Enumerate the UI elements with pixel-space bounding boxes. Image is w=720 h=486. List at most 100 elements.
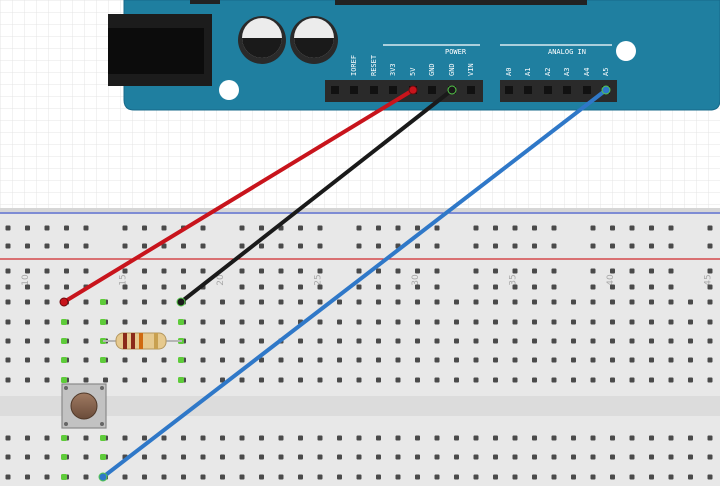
rail-hole[interactable] [649,268,654,274]
breadboard-hole[interactable] [551,338,557,344]
header-socket[interactable] [467,86,475,94]
breadboard-hole[interactable] [122,357,128,363]
breadboard-hole[interactable] [590,474,596,480]
breadboard-hole[interactable] [356,474,362,480]
breadboard-hole[interactable] [512,435,518,441]
breadboard-hole[interactable] [707,299,713,305]
breadboard-hole[interactable] [161,435,167,441]
breadboard-hole[interactable] [610,377,615,383]
breadboard-hole[interactable] [122,377,128,383]
rail-hole[interactable] [142,268,147,274]
breadboard-hole[interactable] [707,454,713,460]
breadboard-hole[interactable] [259,435,264,441]
breadboard-hole[interactable] [688,357,693,363]
rail-hole[interactable] [493,225,498,231]
breadboard-hole[interactable] [161,474,167,480]
rail-hole[interactable] [668,243,674,249]
breadboard-hole[interactable] [629,454,635,460]
breadboard-hole[interactable] [317,299,323,305]
breadboard-hole[interactable] [473,454,479,460]
breadboard-hole[interactable] [298,299,303,305]
breadboard-hole[interactable] [571,338,576,344]
rail-hole[interactable] [64,225,69,231]
breadboard-hole[interactable] [25,357,30,363]
rail-hole[interactable] [610,268,615,274]
rail-hole[interactable] [649,243,654,249]
breadboard-hole[interactable] [200,435,206,441]
rail-hole[interactable] [317,243,323,249]
breadboard-hole[interactable] [629,377,635,383]
rail-hole[interactable] [395,225,401,231]
rail-hole[interactable] [64,268,69,274]
breadboard-hole[interactable] [356,357,362,363]
header-socket[interactable] [583,86,591,94]
breadboard-hole[interactable] [532,299,537,305]
rail-hole[interactable] [44,225,50,231]
rail-hole[interactable] [5,284,11,290]
breadboard-hole[interactable] [668,377,674,383]
breadboard-hole[interactable] [395,319,401,325]
breadboard-hole[interactable] [512,319,518,325]
breadboard-hole[interactable] [181,474,186,480]
breadboard-hole[interactable] [44,454,50,460]
breadboard-hole[interactable] [317,319,323,325]
breadboard-hole[interactable] [493,474,498,480]
active-hole[interactable] [178,377,184,383]
breadboard-hole[interactable] [668,299,674,305]
breadboard-hole[interactable] [181,435,186,441]
rail-hole[interactable] [5,268,11,274]
breadboard-hole[interactable] [161,377,167,383]
breadboard-hole[interactable] [649,338,654,344]
breadboard-hole[interactable] [493,454,498,460]
breadboard-hole[interactable] [532,474,537,480]
breadboard-hole[interactable] [44,377,50,383]
breadboard-hole[interactable] [571,454,576,460]
breadboard-hole[interactable] [629,357,635,363]
breadboard-hole[interactable] [5,454,11,460]
breadboard-hole[interactable] [142,377,147,383]
breadboard-hole[interactable] [610,454,615,460]
rail-hole[interactable] [415,243,420,249]
breadboard-hole[interactable] [83,357,89,363]
breadboard-hole[interactable] [571,319,576,325]
rail-hole[interactable] [415,268,420,274]
breadboard-hole[interactable] [454,319,459,325]
rail-hole[interactable] [668,225,674,231]
breadboard-hole[interactable] [298,435,303,441]
breadboard-hole[interactable] [142,357,147,363]
rail-hole[interactable] [298,268,303,274]
breadboard-hole[interactable] [649,319,654,325]
rail-hole[interactable] [512,225,518,231]
breadboard-hole[interactable] [551,377,557,383]
breadboard-hole[interactable] [395,377,401,383]
breadboard-hole[interactable] [668,454,674,460]
rail-hole[interactable] [83,243,89,249]
rail-hole[interactable] [551,243,557,249]
header-socket[interactable] [350,86,358,94]
rail-hole[interactable] [356,243,362,249]
breadboard-hole[interactable] [356,377,362,383]
breadboard-hole[interactable] [142,319,147,325]
rail-hole[interactable] [415,225,420,231]
breadboard-hole[interactable] [259,377,264,383]
breadboard-hole[interactable] [688,454,693,460]
rail-hole[interactable] [551,284,557,290]
breadboard-hole[interactable] [395,338,401,344]
breadboard-hole[interactable] [142,435,147,441]
header-socket[interactable] [563,86,571,94]
breadboard-hole[interactable] [707,338,713,344]
header-socket[interactable] [544,86,552,94]
breadboard-hole[interactable] [610,338,615,344]
breadboard-hole[interactable] [317,435,323,441]
rail-hole[interactable] [590,243,596,249]
breadboard-hole[interactable] [415,319,420,325]
breadboard-hole[interactable] [532,377,537,383]
rail-hole[interactable] [493,268,498,274]
breadboard-hole[interactable] [356,319,362,325]
rail-hole[interactable] [707,243,713,249]
rail-hole[interactable] [493,243,498,249]
breadboard-hole[interactable] [395,474,401,480]
breadboard-hole[interactable] [142,454,147,460]
breadboard-hole[interactable] [25,338,30,344]
active-hole[interactable] [100,299,106,305]
